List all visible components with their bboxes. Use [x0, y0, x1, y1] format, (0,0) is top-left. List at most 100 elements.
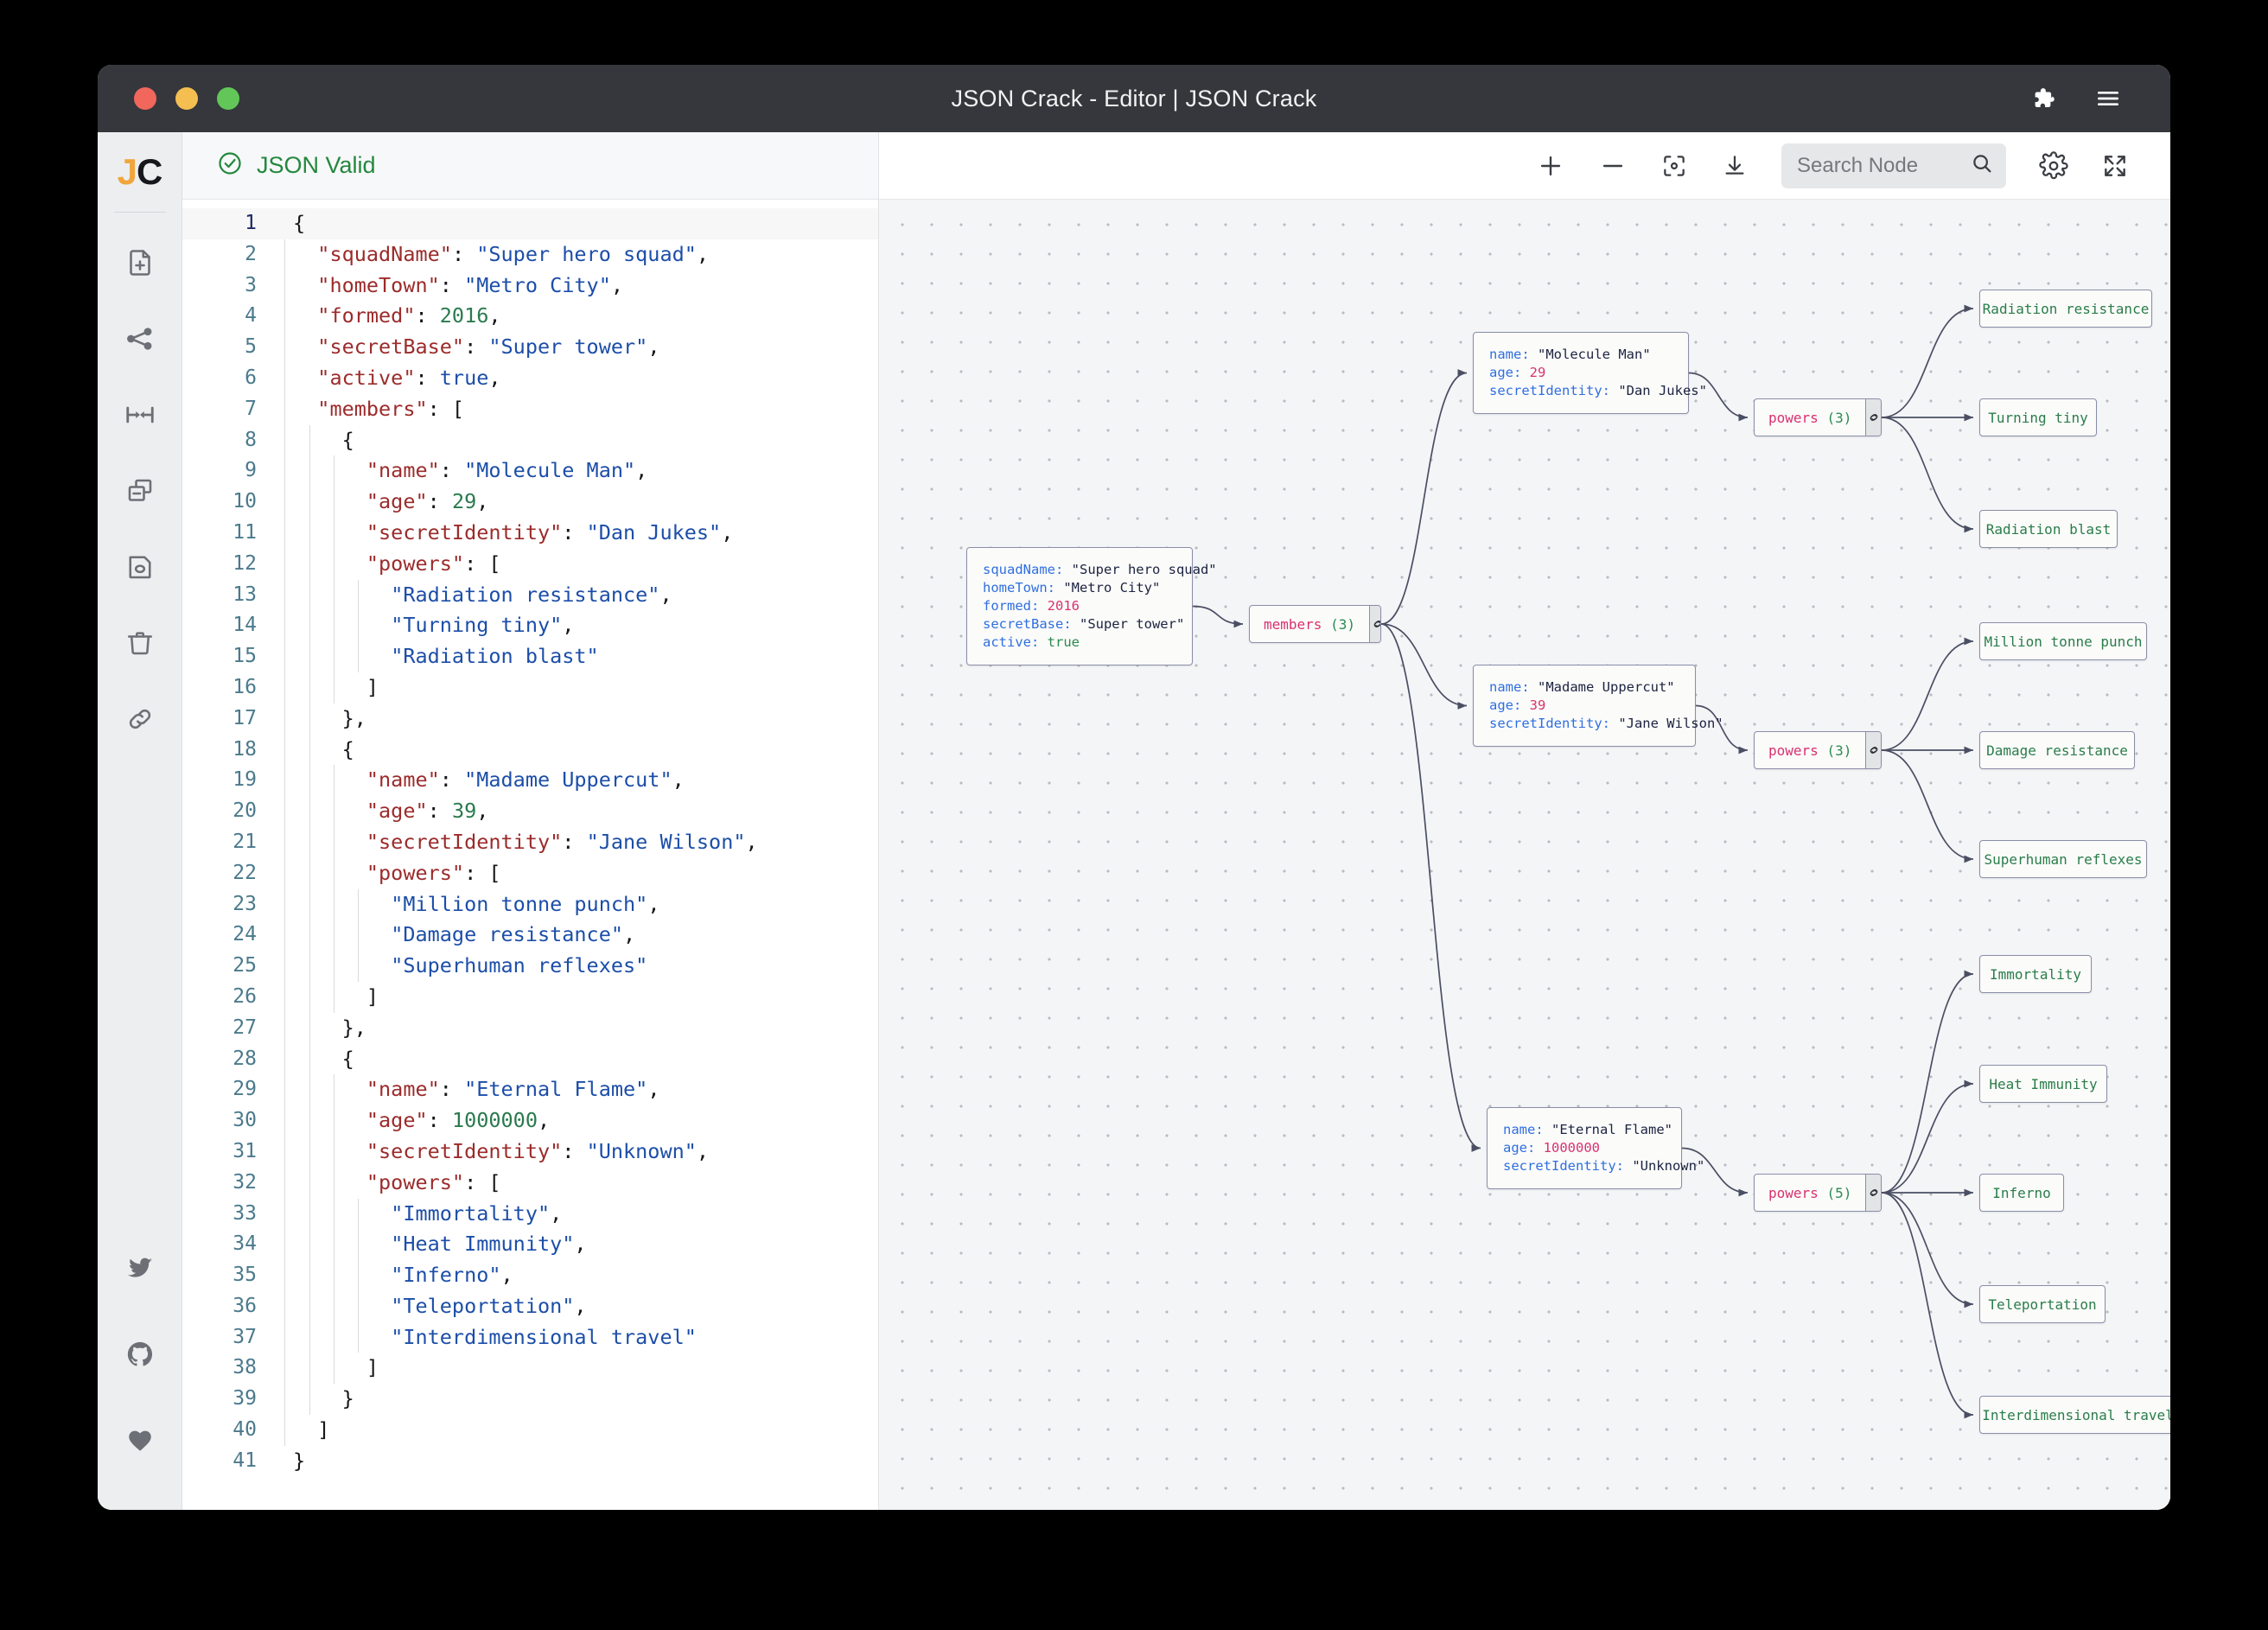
- code-line[interactable]: 22 "powers": [: [182, 857, 878, 889]
- code-line[interactable]: 1{: [182, 208, 878, 239]
- indent-guide: [284, 1043, 286, 1075]
- link-chain-icon[interactable]: [1865, 399, 1881, 436]
- code-line[interactable]: 15 "Radiation blast": [182, 641, 878, 672]
- code-line[interactable]: 33 "Immortality",: [182, 1198, 878, 1230]
- node-powers-madame-uppercut[interactable]: powers (3): [1754, 731, 1882, 769]
- code-line[interactable]: 12 "powers": [: [182, 548, 878, 580]
- code-line[interactable]: 11 "secretIdentity": "Dan Jukes",: [182, 517, 878, 549]
- link-chain-icon[interactable]: [1368, 606, 1380, 642]
- code-line[interactable]: 17 },: [182, 703, 878, 735]
- code-line[interactable]: 41}: [182, 1446, 878, 1477]
- code-line[interactable]: 5 "secretBase": "Super tower",: [182, 332, 878, 363]
- code-line[interactable]: 32 "powers": [: [182, 1167, 878, 1199]
- download-icon[interactable]: [1721, 152, 1749, 180]
- code-line[interactable]: 34 "Heat Immunity",: [182, 1229, 878, 1261]
- node-leaf-radiation-resistance[interactable]: Radiation resistance: [1979, 290, 2152, 328]
- github-icon[interactable]: [110, 1330, 170, 1378]
- indent-guide: [284, 951, 286, 982]
- settings-gear-icon[interactable]: [2039, 150, 2068, 181]
- node-leaf-turning-tiny[interactable]: Turning tiny: [1979, 398, 2097, 436]
- code-line[interactable]: 4 "formed": 2016,: [182, 301, 878, 333]
- code-line[interactable]: 9 "name": "Molecule Man",: [182, 455, 878, 487]
- code-line[interactable]: 24 "Damage resistance",: [182, 920, 878, 952]
- code-line[interactable]: 3 "homeTown": "Metro City",: [182, 270, 878, 302]
- graph-edge: [1881, 970, 1974, 1194]
- code-editor[interactable]: 1{2 "squadName": "Super hero squad",3 "h…: [182, 200, 878, 1510]
- center-view-icon[interactable]: [1660, 152, 1688, 180]
- token-str: "Unknown": [586, 1138, 697, 1163]
- minimize-window-button[interactable]: [175, 87, 198, 110]
- graph-canvas[interactable]: squadName: "Super hero squad"homeTown: "…: [879, 200, 2170, 1510]
- extensions-icon[interactable]: [2030, 86, 2056, 111]
- node-field-key: age:: [1503, 1140, 1544, 1156]
- node-leaf-radiation-blast[interactable]: Radiation blast: [1979, 510, 2118, 548]
- new-file-icon[interactable]: [110, 239, 170, 287]
- code-line[interactable]: 39 }: [182, 1384, 878, 1416]
- search-icon[interactable]: [1970, 151, 1994, 180]
- link-icon[interactable]: [110, 695, 170, 743]
- fullscreen-icon[interactable]: [2101, 152, 2129, 180]
- code-line[interactable]: 28 {: [182, 1043, 878, 1075]
- code-line[interactable]: 2 "squadName": "Super hero squad",: [182, 239, 878, 271]
- code-line[interactable]: 31 "secretIdentity": "Unknown",: [182, 1136, 878, 1168]
- layers-minus-icon[interactable]: [110, 467, 170, 515]
- share-graph-icon[interactable]: [110, 315, 170, 363]
- code-line[interactable]: 7 "members": [: [182, 393, 878, 425]
- code-line[interactable]: 8 {: [182, 424, 878, 456]
- code-line[interactable]: 14 "Turning tiny",: [182, 610, 878, 642]
- code-line[interactable]: 27 },: [182, 1012, 878, 1044]
- save-disk-icon[interactable]: [110, 543, 170, 591]
- collapse-horizontal-icon[interactable]: [110, 391, 170, 439]
- maximize-window-button[interactable]: [217, 87, 239, 110]
- twitter-icon[interactable]: [110, 1244, 170, 1292]
- node-members[interactable]: members (3): [1249, 605, 1381, 643]
- node-leaf-heat-immunity[interactable]: Heat Immunity: [1979, 1065, 2107, 1103]
- link-chain-icon[interactable]: [1865, 1175, 1881, 1211]
- code-line[interactable]: 36 "Teleportation",: [182, 1290, 878, 1322]
- node-powers-molecule-man[interactable]: powers (3): [1754, 398, 1882, 436]
- code-line[interactable]: 10 "age": 29,: [182, 487, 878, 518]
- code-line[interactable]: 6 "active": true,: [182, 362, 878, 394]
- zoom-out-icon[interactable]: [1598, 151, 1628, 181]
- node-leaf-text: Heat Immunity: [1989, 1075, 2098, 1092]
- node-leaf-immortality[interactable]: Immortality: [1979, 955, 2092, 993]
- node-leaf-teleportation[interactable]: Teleportation: [1979, 1285, 2106, 1323]
- code-line[interactable]: 25 "Superhuman reflexes": [182, 951, 878, 982]
- code-line[interactable]: 38 ]: [182, 1353, 878, 1385]
- node-leaf-damage-resistance[interactable]: Damage resistance: [1979, 731, 2135, 769]
- code-line[interactable]: 29 "name": "Eternal Flame",: [182, 1074, 878, 1106]
- code-line[interactable]: 20 "age": 39,: [182, 796, 878, 827]
- code-line[interactable]: 30 "age": 1000000,: [182, 1105, 878, 1137]
- code-line[interactable]: 40 ]: [182, 1415, 878, 1446]
- search-node-box[interactable]: [1781, 143, 2006, 188]
- line-number: 28: [233, 1047, 257, 1070]
- link-chain-icon[interactable]: [1865, 732, 1881, 768]
- code-line[interactable]: 13 "Radiation resistance",: [182, 579, 878, 611]
- code-line[interactable]: 35 "Inferno",: [182, 1260, 878, 1291]
- code-line[interactable]: 18 {: [182, 734, 878, 766]
- node-root[interactable]: squadName: "Super hero squad"homeTown: "…: [966, 547, 1217, 665]
- code-line[interactable]: 16 ]: [182, 672, 878, 704]
- close-window-button[interactable]: [134, 87, 156, 110]
- node-leaf-inferno[interactable]: Inferno: [1979, 1174, 2064, 1212]
- node-leaf-million-tonne-punch[interactable]: Million tonne punch: [1979, 622, 2147, 660]
- code-line[interactable]: 26 ]: [182, 981, 878, 1013]
- node-powers-eternal-flame[interactable]: powers (5): [1754, 1174, 1882, 1212]
- heart-icon[interactable]: [110, 1417, 170, 1465]
- node-leaf-interdimensional-travel[interactable]: Interdimensional travel: [1979, 1396, 2170, 1434]
- search-input[interactable]: [1797, 153, 1961, 178]
- code-line[interactable]: 23 "Million tonne punch",: [182, 888, 878, 920]
- code-line[interactable]: 19 "name": "Madame Uppercut",: [182, 765, 878, 797]
- token-str: "Teleportation": [391, 1293, 575, 1318]
- trash-icon[interactable]: [110, 619, 170, 667]
- code-line[interactable]: 37 "Interdimensional travel": [182, 1321, 878, 1353]
- node-leaf-superhuman-reflexes[interactable]: Superhuman reflexes: [1979, 840, 2147, 878]
- code-line[interactable]: 21 "secretIdentity": "Jane Wilson",: [182, 826, 878, 858]
- code-text: "Radiation resistance",: [276, 579, 878, 611]
- menu-icon[interactable]: [2094, 85, 2122, 112]
- zoom-in-icon[interactable]: [1536, 151, 1565, 181]
